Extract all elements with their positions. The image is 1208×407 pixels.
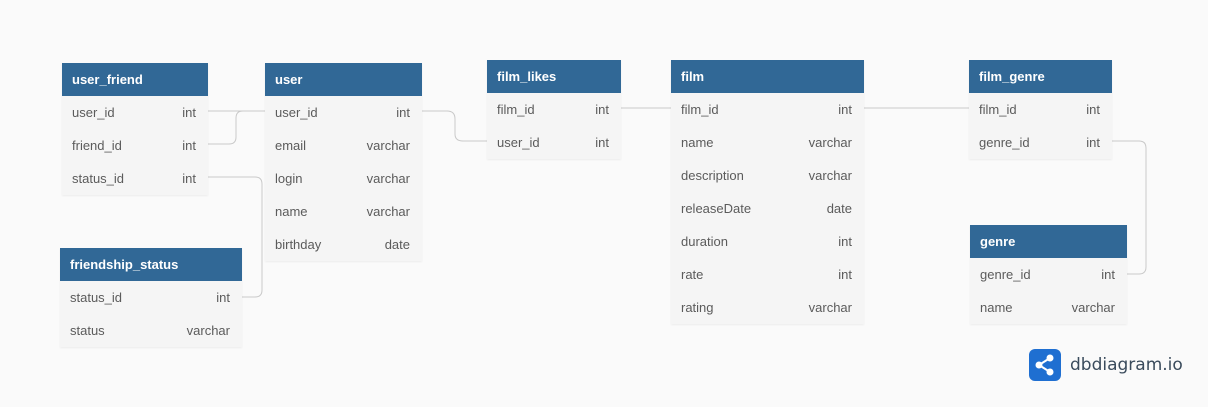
table-field-row[interactable]: status varchar [60,314,242,347]
field-name: film_id [979,102,1017,117]
field-type: varchar [808,135,852,150]
field-type: varchar [1071,300,1115,315]
field-name: email [275,138,307,153]
table-header[interactable]: film_likes [487,60,621,93]
field-name: user_id [497,135,540,150]
field-type: int [1086,135,1100,150]
field-type: int [182,105,196,120]
field-name: rate [681,267,704,282]
field-type: varchar [808,300,852,315]
table-film_genre[interactable]: film_genre film_id int genre_id int [969,60,1112,159]
table-field-row[interactable]: film_id int [671,93,864,126]
field-name: film_id [497,102,535,117]
field-name: releaseDate [681,201,752,216]
field-type: int [216,290,230,305]
link-user-user_id-to-film_likes-user_id [422,110,487,142]
field-name: login [275,171,303,186]
field-name: description [681,168,744,183]
table-field-row[interactable]: friend_id int [62,129,208,162]
table-header[interactable]: user [265,63,422,96]
field-type: varchar [366,204,410,219]
table-field-row[interactable]: email varchar [265,129,422,162]
table-user[interactable]: user user_id int email varchar login var… [265,63,422,261]
table-header[interactable]: film [671,60,864,93]
brand-name: dbdiagram.io [1070,355,1183,375]
table-field-row[interactable]: status_id int [62,162,208,195]
field-name: name [275,204,308,219]
field-type: int [838,234,852,249]
field-name: birthday [275,237,322,252]
table-field-row[interactable]: status_id int [60,281,242,314]
field-name: friend_id [72,138,122,153]
table-header[interactable]: film_genre [969,60,1112,93]
field-type: date [384,237,410,252]
table-header[interactable]: genre [970,225,1127,258]
field-type: int [182,138,196,153]
field-name: rating [681,300,714,315]
field-name: status_id [72,171,125,186]
field-type: varchar [366,138,410,153]
field-type: int [595,135,609,150]
table-friendship_status[interactable]: friendship_status status_id int status v… [60,248,242,347]
table-film_likes[interactable]: film_likes film_id int user_id int [487,60,621,159]
field-type: int [182,171,196,186]
table-field-row[interactable]: description varchar [671,159,864,192]
table-field-row[interactable]: birthday date [265,228,422,261]
field-type: int [595,102,609,117]
field-name: user_id [275,105,318,120]
table-field-row[interactable]: genre_id int [970,258,1127,291]
link-user_friend-friend_id-to-user-user_id [208,110,265,145]
field-type: int [838,102,852,117]
field-name: genre_id [980,267,1031,282]
field-name: name [681,135,714,150]
table-field-row[interactable]: user_id int [487,126,621,159]
table-user_friend[interactable]: user_friend user_id int friend_id int st… [62,63,208,195]
field-name: status [70,323,105,338]
share-nodes-icon [1029,349,1061,381]
field-name: status_id [70,290,123,305]
field-name: name [980,300,1013,315]
table-field-row[interactable]: user_id int [62,96,208,129]
field-type: varchar [808,168,852,183]
table-field-row[interactable]: film_id int [487,93,621,126]
table-field-row[interactable]: genre_id int [969,126,1112,159]
table-field-row[interactable]: name varchar [671,126,864,159]
field-name: duration [681,234,728,249]
table-header[interactable]: friendship_status [60,248,242,281]
table-field-row[interactable]: rating varchar [671,291,864,324]
table-header[interactable]: user_friend [62,63,208,96]
field-name: user_id [72,105,115,120]
table-field-row[interactable]: releaseDate date [671,192,864,225]
table-field-row[interactable]: duration int [671,225,864,258]
table-field-row[interactable]: name varchar [970,291,1127,324]
table-field-row[interactable]: film_id int [969,93,1112,126]
field-type: varchar [366,171,410,186]
field-type: int [396,105,410,120]
field-type: varchar [186,323,230,338]
field-type: int [838,267,852,282]
field-type: date [826,201,852,216]
table-film[interactable]: film film_id int name varchar descriptio… [671,60,864,324]
table-field-row[interactable]: name varchar [265,195,422,228]
table-genre[interactable]: genre genre_id int name varchar [970,225,1127,324]
field-name: genre_id [979,135,1030,150]
brand-watermark[interactable]: dbdiagram.io [1029,349,1183,381]
table-field-row[interactable]: login varchar [265,162,422,195]
field-type: int [1086,102,1100,117]
table-field-row[interactable]: user_id int [265,96,422,129]
table-field-row[interactable]: rate int [671,258,864,291]
field-name: film_id [681,102,719,117]
field-type: int [1101,267,1115,282]
